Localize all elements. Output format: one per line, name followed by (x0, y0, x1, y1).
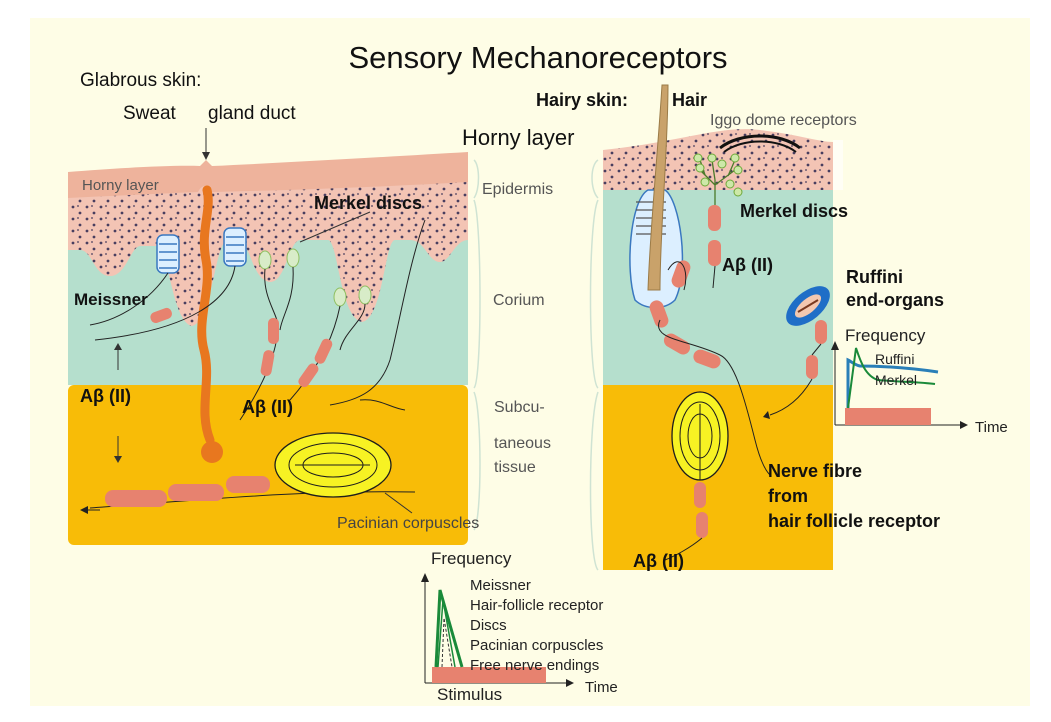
subcutaneous-label-3: tissue (494, 459, 536, 476)
merkel-disc (359, 286, 371, 304)
pacinian-label: Pacinian corpuscles (337, 515, 479, 532)
merkel-disc (259, 251, 271, 269)
graph-bottom-legend-3: Pacinian corpuscles (470, 637, 603, 654)
graph-bottom-legend-1: Hair-follicle receptor (470, 597, 603, 614)
meissner-curve (436, 590, 462, 667)
horny-layer-inner-label: Horny layer (82, 177, 159, 194)
hairy-pacinian-corpuscle (672, 392, 728, 480)
graph-bottom-ylabel: Frequency (431, 549, 512, 568)
ruffini-label-1: Ruffini (846, 267, 903, 287)
meissner-corpuscle-1 (157, 235, 179, 273)
graph-right-series-merkel: Merkel (875, 372, 917, 388)
glabrous-skin-heading: Glabrous skin: (80, 70, 201, 91)
graph-right-xlabel: Time (975, 419, 1008, 436)
abeta-center-label: Aβ (II) (242, 397, 293, 417)
graph-bottom-legend-2: Discs (470, 617, 507, 634)
meissner-label: Meissner (74, 290, 148, 309)
gland-duct-label: gland duct (208, 103, 296, 124)
subcutaneous-label-1: Subcu- (494, 399, 545, 416)
nerve-fibre-label-1: Nerve fibre (768, 461, 862, 481)
merkel-discs-label: Merkel discs (314, 193, 422, 213)
pacinian-corpuscle (275, 433, 391, 497)
iggo-dome-label: Iggo dome receptors (710, 112, 857, 129)
hairy-merkel-discs-label: Merkel discs (740, 201, 848, 221)
graph-right-ylabel: Frequency (845, 326, 926, 345)
meissner-corpuscle-2 (224, 228, 246, 266)
horny-layer-label: Horny layer (462, 125, 574, 150)
ruffini-label-2: end-organs (846, 290, 944, 310)
layer-brackets-middle (474, 160, 480, 530)
nerve-fibre-label-2: from (768, 486, 808, 506)
merkel-disc (334, 288, 346, 306)
graph-bottom-stimulus-label: Stimulus (437, 685, 502, 704)
abeta-left-label: Aβ (II) (80, 386, 131, 406)
corium-label: Corium (493, 292, 545, 309)
abeta-lower-right-label: Aβ (II) (633, 551, 684, 571)
subcutaneous-label-2: taneous (494, 435, 551, 452)
graph-bottom-xlabel: Time (585, 679, 618, 696)
graph-bottom-legend-4: Free nerve endings (470, 657, 599, 674)
graph-bottom-legend-0: Meissner (470, 577, 531, 594)
nerve-fibre-label-3: hair follicle receptor (768, 511, 940, 531)
sweat-gland (201, 441, 223, 463)
hair-label: Hair (672, 90, 707, 110)
layer-brackets-right (591, 160, 599, 570)
page-title: Sensory Mechanoreceptors (348, 40, 727, 75)
graph-right-series-ruffini: Ruffini (875, 351, 914, 367)
merkel-disc (287, 249, 299, 267)
abeta-upper-right-label: Aβ (II) (722, 255, 773, 275)
sweat-label: Sweat (123, 103, 177, 124)
hairy-skin-heading: Hairy skin: (536, 90, 628, 110)
stimulus-bar (845, 408, 931, 425)
epidermis-label: Epidermis (482, 181, 553, 198)
